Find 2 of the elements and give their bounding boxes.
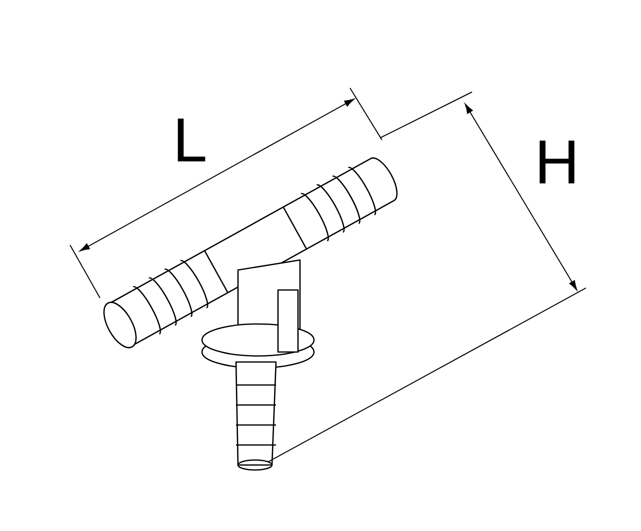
dimension-label: H: [540, 140, 574, 184]
dimension-label: L: [178, 118, 206, 162]
